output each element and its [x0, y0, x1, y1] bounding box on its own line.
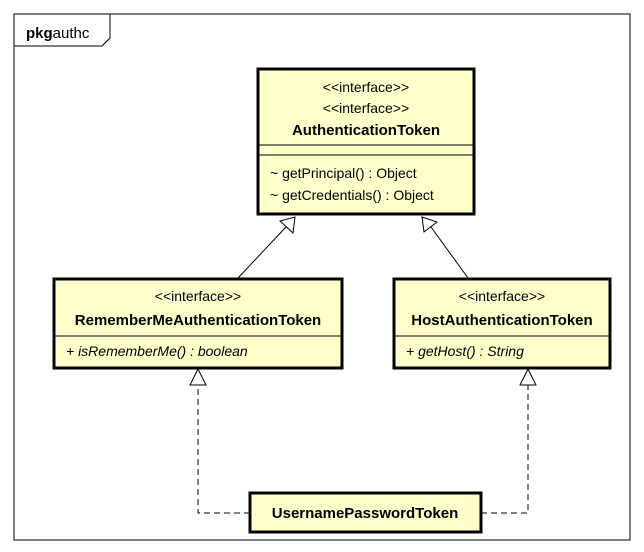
class-name: HostAuthenticationToken — [411, 312, 592, 329]
hollow-triangle-arrowhead — [189, 367, 207, 386]
operation-is-remember-me: + isRememberMe() : boolean — [66, 343, 248, 359]
stereotype-label: <<interface>> — [155, 288, 241, 304]
class-name: AuthenticationToken — [292, 122, 440, 139]
realization-host[interactable] — [481, 367, 537, 514]
class-host-authentication-token[interactable]: <<interface>> HostAuthenticationToken + … — [392, 277, 612, 370]
hollow-triangle-arrowhead — [278, 216, 296, 235]
hollow-triangle-arrowhead — [519, 367, 537, 386]
hollow-triangle-arrowhead — [421, 216, 439, 233]
stereotype-label: <<interface>> — [323, 79, 409, 95]
stereotype-label: <<interface>> — [459, 288, 545, 304]
class-name: UsernamePasswordToken — [272, 505, 458, 522]
package-label: pkgauthc — [26, 25, 90, 42]
operation-get-principal: ~ getPrincipal() : Object — [270, 165, 417, 181]
generalization-remember-me[interactable] — [237, 216, 296, 279]
stereotype-label: <<interface>> — [323, 100, 409, 116]
generalization-host[interactable] — [421, 216, 469, 279]
class-name: RememberMeAuthenticationToken — [75, 312, 321, 329]
class-authentication-token[interactable]: <<interface>> <<interface>> Authenticati… — [256, 67, 476, 216]
class-remember-me-authentication-token[interactable]: <<interface>> RememberMeAuthenticationTo… — [52, 277, 344, 370]
realization-remember-me[interactable] — [189, 367, 250, 514]
operation-get-host: + getHost() : String — [406, 343, 524, 359]
class-username-password-token[interactable]: UsernamePasswordToken — [248, 491, 483, 534]
operation-get-credentials: ~ getCredentials() : Object — [270, 187, 434, 203]
